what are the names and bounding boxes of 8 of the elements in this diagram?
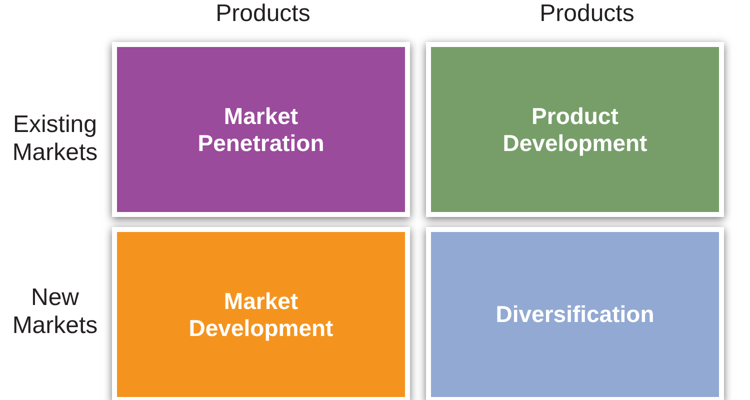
column-header: Products <box>214 0 312 28</box>
quadrant-title: Market Development <box>188 288 334 342</box>
quadrant-title: Diversification <box>496 301 654 328</box>
quadrant-title: Product Development <box>502 102 648 156</box>
quadrant-title: Market Penetration <box>196 102 326 156</box>
column-header: Products <box>538 0 636 28</box>
row-header: Existing Markets <box>11 111 99 167</box>
row-header: New Markets <box>11 284 99 340</box>
